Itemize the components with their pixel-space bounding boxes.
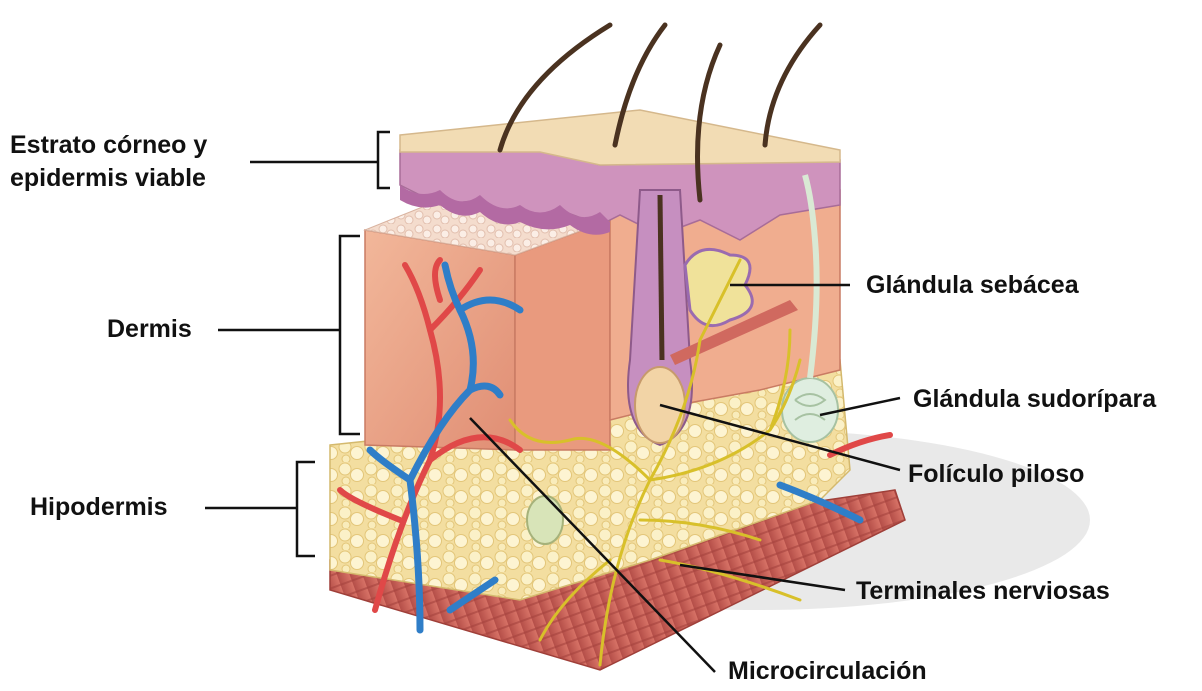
- label-glandula-sudoripara: Glándula sudorípara: [913, 384, 1156, 415]
- label-dermis: Dermis: [107, 314, 192, 345]
- label-estrato-line1: Estrato córneo y: [10, 130, 207, 161]
- estrato-bracket: [378, 132, 390, 188]
- hipodermis-bracket: [297, 462, 315, 556]
- label-hipodermis: Hipodermis: [30, 492, 168, 523]
- label-estrato-line2: epidermis viable: [10, 163, 206, 194]
- dermis-bracket: [340, 236, 360, 434]
- label-foliculo-piloso: Folículo piloso: [908, 459, 1084, 490]
- label-microcirculacion: Microcirculación: [728, 656, 927, 687]
- dermis-front-middle: [515, 220, 610, 450]
- pacinian-corpuscle: [527, 496, 563, 544]
- label-glandula-sebacea: Glándula sebácea: [866, 270, 1079, 301]
- label-terminales-nerviosas: Terminales nerviosas: [856, 576, 1110, 607]
- hair-shaft: [660, 195, 662, 360]
- sebaceous-gland: [685, 249, 752, 325]
